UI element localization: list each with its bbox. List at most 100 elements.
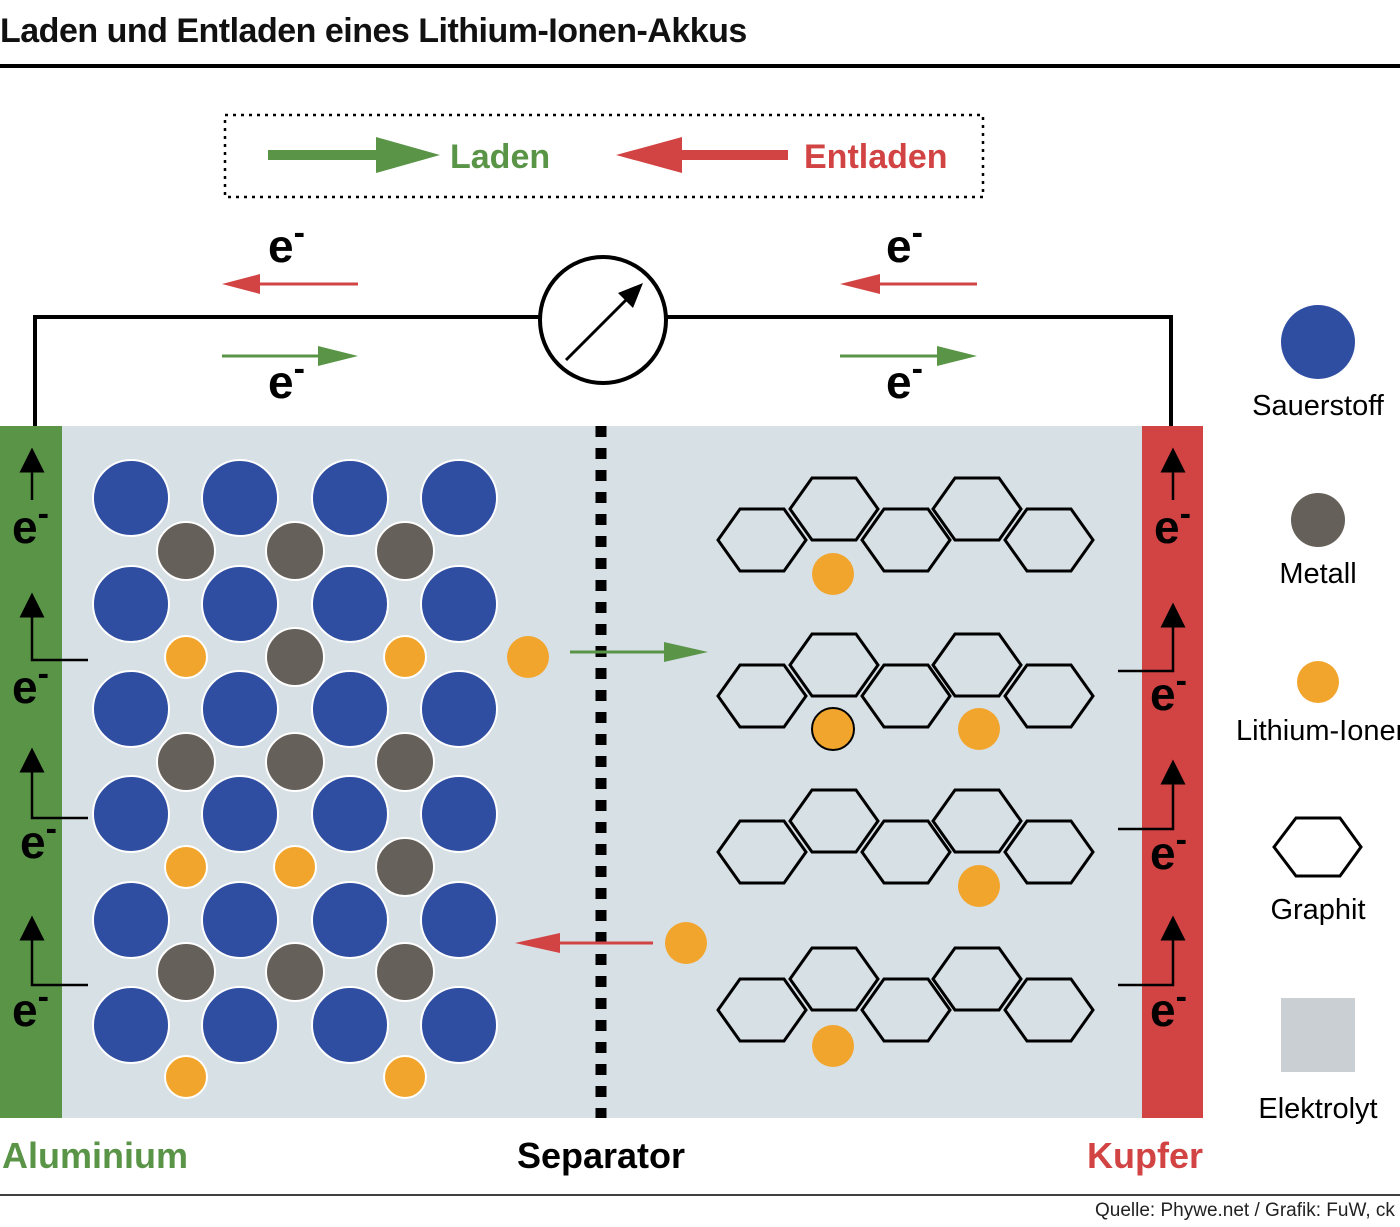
lithium-ion — [812, 1025, 854, 1067]
oxygen-atom — [92, 775, 170, 853]
key-box — [223, 113, 985, 199]
lithium-ion — [164, 1055, 208, 1099]
copper-label: Kupfer — [1087, 1135, 1203, 1176]
graphite-hexagon — [860, 819, 952, 885]
graphite-hexagon — [716, 977, 808, 1043]
left-electrode-electron-arrows — [19, 447, 88, 987]
electron-label: e- — [268, 350, 305, 408]
lithium-ion-migrating — [507, 636, 549, 678]
graphite-hexagon — [716, 507, 808, 573]
lithium-ion — [811, 707, 855, 751]
legend-elektrolyt-label: Elektrolyt — [1258, 1093, 1377, 1125]
ion-arrow-charging — [570, 642, 708, 662]
right-electrode-electron-arrows — [1118, 447, 1186, 987]
graphite-hexagon — [860, 507, 952, 573]
graphite-hexagon — [860, 977, 952, 1043]
metal-atom — [156, 732, 216, 792]
lithium-ion — [164, 635, 208, 679]
metal-atom — [156, 942, 216, 1002]
lithium-ion — [164, 845, 208, 889]
oxygen-atom — [311, 670, 389, 748]
legend-metall-label: Metall — [1279, 558, 1356, 590]
oxygen-atom — [92, 670, 170, 748]
oxygen-atom — [420, 775, 498, 853]
oxygen-atom — [420, 986, 498, 1064]
oxygen-atom — [420, 459, 498, 537]
meter-icon — [538, 255, 668, 385]
metal-atom — [156, 521, 216, 581]
graphite-hexagon — [1003, 663, 1095, 729]
oxygen-atom — [92, 881, 170, 959]
electron-arrow-bottom-left-green — [222, 346, 358, 366]
graphite-hexagon — [1003, 977, 1095, 1043]
electron-label: e- — [886, 350, 923, 408]
legend-lithium-icon — [1297, 661, 1339, 703]
graphite-hexagon — [1003, 507, 1095, 573]
electron-label: e- — [12, 495, 49, 553]
oxygen-atom — [201, 565, 279, 643]
metal-atom — [375, 732, 435, 792]
source-credit: Quelle: Phywe.net / Grafik: FuW, ck — [1095, 1200, 1395, 1221]
key-entladen-label: Entladen — [804, 138, 948, 176]
lithium-ion — [273, 845, 317, 889]
page-title: Laden und Entladen eines Lithium-Ionen-A… — [0, 12, 747, 50]
circuit-wire-left — [33, 315, 540, 428]
legend-elektrolyt-icon — [1281, 998, 1355, 1072]
oxygen-atom — [311, 565, 389, 643]
oxygen-atom — [201, 775, 279, 853]
electron-arrow-top-right-red — [840, 274, 977, 294]
graphite-hexagon — [716, 663, 808, 729]
lithium-ion — [383, 1055, 427, 1099]
metal-atom — [265, 521, 325, 581]
electron-label: e- — [1150, 662, 1187, 720]
laden-arrow-icon — [268, 137, 440, 173]
graphite-hexagon — [788, 632, 880, 698]
graphite-anode — [716, 476, 1095, 1067]
oxygen-atom — [92, 459, 170, 537]
oxygen-atom — [420, 670, 498, 748]
graphite-hexagon — [1003, 819, 1095, 885]
electron-arrow-top-left-red — [222, 274, 358, 294]
legend-sauerstoff-icon — [1281, 305, 1355, 379]
metal-atom — [265, 942, 325, 1002]
electron-label: e- — [12, 655, 49, 713]
oxygen-atom — [420, 565, 498, 643]
lithium-ion-migrating — [665, 922, 707, 964]
oxygen-atom — [92, 565, 170, 643]
electron-label: e- — [1154, 495, 1191, 553]
cathode-lattice — [92, 459, 498, 1099]
graphite-hexagon — [931, 476, 1023, 542]
graphite-hexagon — [860, 663, 952, 729]
electron-label: e- — [268, 214, 305, 272]
oxygen-atom — [201, 986, 279, 1064]
lithium-ion — [812, 553, 854, 595]
oxygen-atom — [201, 881, 279, 959]
oxygen-atom — [311, 881, 389, 959]
legend-lithium-label: Lithium-Ionen — [1236, 715, 1400, 747]
lithium-ion — [383, 635, 427, 679]
entladen-arrow-icon — [616, 137, 788, 173]
graphite-hexagon — [788, 788, 880, 854]
oxygen-atom — [92, 986, 170, 1064]
oxygen-atom — [311, 459, 389, 537]
graphite-hexagon — [716, 819, 808, 885]
ion-arrow-discharging — [515, 933, 653, 953]
oxygen-atom — [311, 775, 389, 853]
metal-atom — [375, 837, 435, 897]
electron-label: e- — [1150, 821, 1187, 879]
electron-label: e- — [12, 978, 49, 1036]
oxygen-atom — [311, 986, 389, 1064]
graphite-hexagon — [788, 476, 880, 542]
oxygen-atom — [420, 881, 498, 959]
lithium-ion — [958, 865, 1000, 907]
electron-arrow-bottom-right-green — [840, 346, 977, 366]
electron-label: e- — [1150, 978, 1187, 1036]
electron-label: e- — [20, 810, 57, 868]
graphite-hexagon — [931, 946, 1023, 1012]
legend-graphit-icon — [1272, 816, 1363, 878]
circuit-wire-right — [667, 315, 1173, 428]
metal-atom — [375, 942, 435, 1002]
legend-sauerstoff-label: Sauerstoff — [1252, 390, 1385, 422]
oxygen-atom — [201, 670, 279, 748]
metal-atom — [265, 627, 325, 687]
